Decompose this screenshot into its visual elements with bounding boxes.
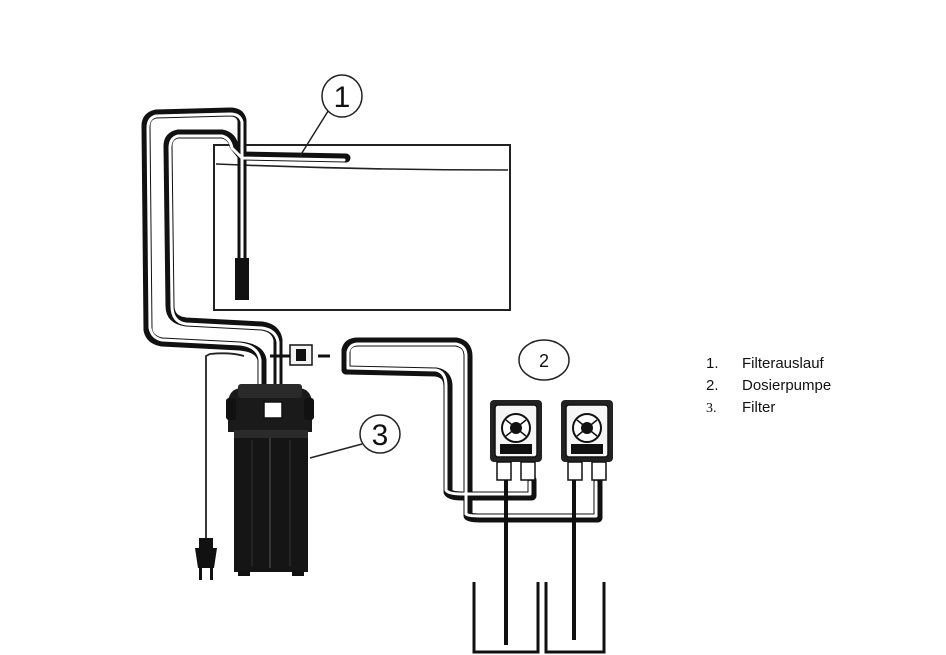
suction-lines <box>504 480 576 645</box>
reservoir-b <box>544 582 606 654</box>
power-plug <box>195 538 217 580</box>
intake-strainer <box>235 258 249 300</box>
canister-filter <box>226 384 314 576</box>
dosing-pump-a <box>490 400 542 481</box>
legend-label: Dosierpumpe <box>742 377 832 394</box>
dosing-pump-b <box>561 400 613 481</box>
legend-label: Filter <box>742 399 776 416</box>
reservoir-a <box>472 582 540 654</box>
legend-label: Filterauslauf <box>742 355 824 372</box>
legend-item-2: 2. Dosierpumpe <box>706 377 926 399</box>
callout-3-label: 3 <box>372 419 389 452</box>
power-cord <box>205 352 245 540</box>
callout-2-label: 2 <box>539 351 549 371</box>
aquarium-tank <box>213 144 511 311</box>
legend-number: 1. <box>706 355 719 372</box>
filter-outlet-hose <box>163 129 351 395</box>
legend: 1. Filterauslauf 2. Dosierpumpe 3. Filte… <box>706 355 926 417</box>
legend-item-1: 1. Filterauslauf <box>706 355 926 377</box>
callout-1-label: 1 <box>334 81 351 114</box>
callout-1: 1 <box>299 74 363 157</box>
callout-2: 2 <box>518 339 570 381</box>
legend-number: 3. <box>706 401 717 416</box>
legend-number: 2. <box>706 377 719 394</box>
connector-fitting <box>270 344 330 366</box>
legend-item-3: 3. Filter <box>706 399 926 417</box>
callout-3: 3 <box>309 414 401 459</box>
